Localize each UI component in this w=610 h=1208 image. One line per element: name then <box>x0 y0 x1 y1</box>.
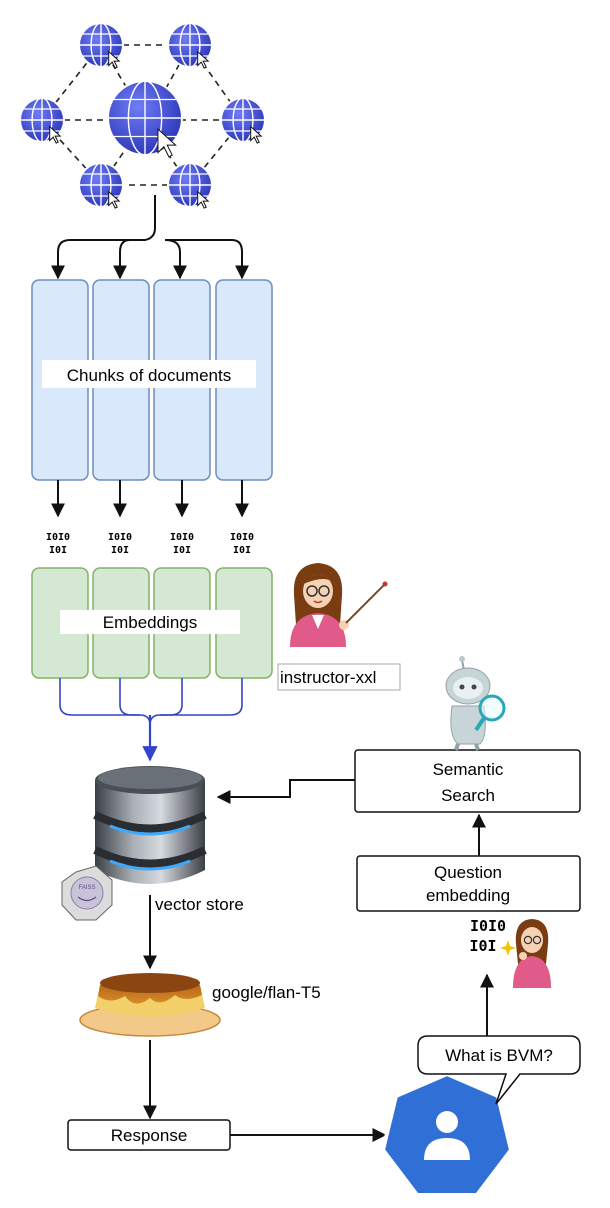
user-question: What is BVM? <box>445 1046 553 1065</box>
web-network <box>19 22 266 209</box>
embeddings-group: Embeddings <box>31 567 273 679</box>
svg-text:I0I: I0I <box>111 545 129 556</box>
cursor-icon <box>197 190 210 209</box>
embeddings-merge-lines <box>59 678 243 762</box>
web-globe-icon <box>220 97 266 144</box>
embeddings-label-bg <box>60 610 240 634</box>
fanout-arrows <box>51 195 249 280</box>
svg-text:I0I: I0I <box>49 545 67 556</box>
semantic-search-line1: Semantic <box>433 760 504 779</box>
cursor-icon <box>197 50 210 69</box>
question-binary-line1: I0I0 <box>470 917 506 935</box>
svg-text:I0I0: I0I0 <box>170 532 194 543</box>
question-embedding-box <box>356 855 581 912</box>
search-to-store-arrow <box>216 779 355 804</box>
svg-text:FAISS: FAISS <box>78 885 95 891</box>
svg-text:I0I0: I0I0 <box>46 532 70 543</box>
vector-store-icon <box>93 766 207 884</box>
instructor-teacher-icon <box>290 563 388 647</box>
web-globe-icon <box>78 22 124 69</box>
cursor-icon <box>49 125 62 144</box>
central-web-globe-icon <box>107 80 183 158</box>
chunks-label: Chunks of documents <box>67 366 231 385</box>
cursor-icon <box>157 127 177 158</box>
svg-text:I0I: I0I <box>173 545 191 556</box>
question-embedding-line2: embedding <box>426 886 510 905</box>
web-globe-icon <box>167 22 213 69</box>
faiss-badge: FAISS <box>61 865 113 921</box>
web-globe-icon <box>78 162 124 209</box>
thinking-woman-icon <box>500 919 551 988</box>
svg-text:I0I0: I0I0 <box>230 532 254 543</box>
question-bubble <box>417 1035 581 1105</box>
chunks-label-bg <box>42 360 256 388</box>
binary-code: I0I0 I0I <box>108 532 132 556</box>
embeddings-label: Embeddings <box>103 613 198 632</box>
binary-code: I0I0 I0I <box>230 532 254 556</box>
question-binary-line2: I0I <box>469 937 496 955</box>
chunk-to-binary-arrows <box>51 480 249 518</box>
semantic-search-box <box>354 749 581 813</box>
chunks-group: Chunks of documents <box>31 279 273 481</box>
web-globe-icon <box>19 97 65 144</box>
binary-codes: I0I0 I0I I0I0 I0I I0I0 I0I I0I0 I0I <box>46 532 254 556</box>
binary-code: I0I0 I0I <box>46 532 70 556</box>
llm-label: google/flan-T5 <box>212 983 321 1002</box>
semantic-search-line2: Search <box>441 786 495 805</box>
cursor-icon <box>250 125 263 144</box>
vector-store-label: vector store <box>155 895 244 914</box>
question-embedding-line1: Question <box>434 863 502 882</box>
flan-t5-icon <box>79 973 221 1037</box>
svg-text:I0I0: I0I0 <box>108 532 132 543</box>
web-globe-icon <box>167 162 213 209</box>
search-robot-icon <box>445 656 506 751</box>
cursor-icon <box>108 50 121 69</box>
user-avatar-icon <box>380 1071 514 1197</box>
instructor-model-box <box>277 663 401 691</box>
response-label: Response <box>111 1126 188 1145</box>
cursor-icon <box>108 190 121 209</box>
instructor-model-label: instructor-xxl <box>280 668 376 687</box>
binary-code: I0I0 I0I <box>170 532 194 556</box>
svg-text:I0I: I0I <box>233 545 251 556</box>
